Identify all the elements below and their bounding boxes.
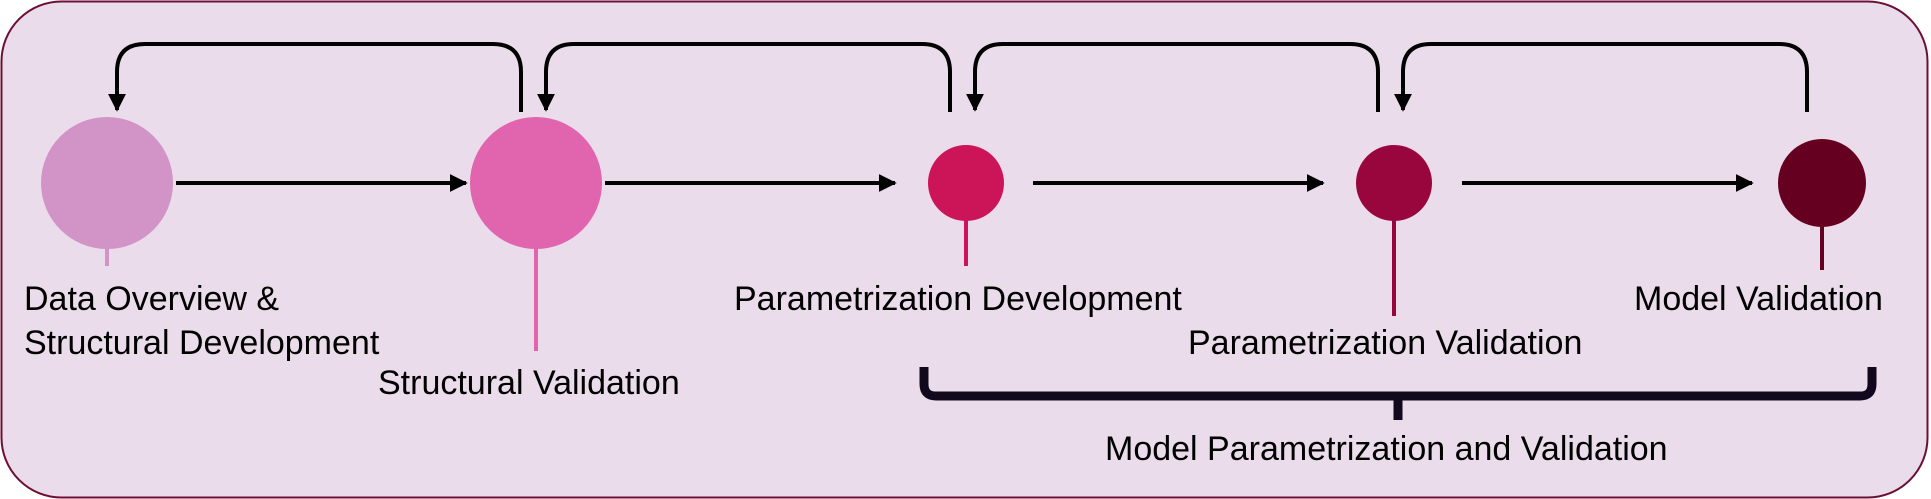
stage-2-label: Structural Validation [378, 364, 680, 402]
feedback-arrow-5-to-4 [1394, 42, 1809, 112]
stage-1-label-line-1: Data Overview & [24, 280, 280, 318]
group-label: Model Parametrization and Validation [1105, 430, 1668, 468]
stage-4-node [1356, 145, 1432, 221]
stage-1-label: Data Overview & Structural Development [24, 277, 379, 365]
stage-4-label: Parametrization Validation [1188, 324, 1583, 362]
feedback-arrow-2-to-1 [108, 42, 523, 112]
stage-2-node [470, 117, 602, 249]
stage-1-label-line-2: Structural Development [24, 324, 380, 362]
stage-5-label: Model Validation [1634, 280, 1883, 318]
feedback-arrow-4-to-3 [966, 42, 1380, 112]
stage-3-label: Parametrization Development [734, 280, 1182, 318]
stage-3-node [928, 145, 1004, 221]
stage-5-node [1778, 139, 1866, 227]
stage-1-node [41, 117, 173, 249]
feedback-arrow-3-to-2 [537, 42, 952, 112]
